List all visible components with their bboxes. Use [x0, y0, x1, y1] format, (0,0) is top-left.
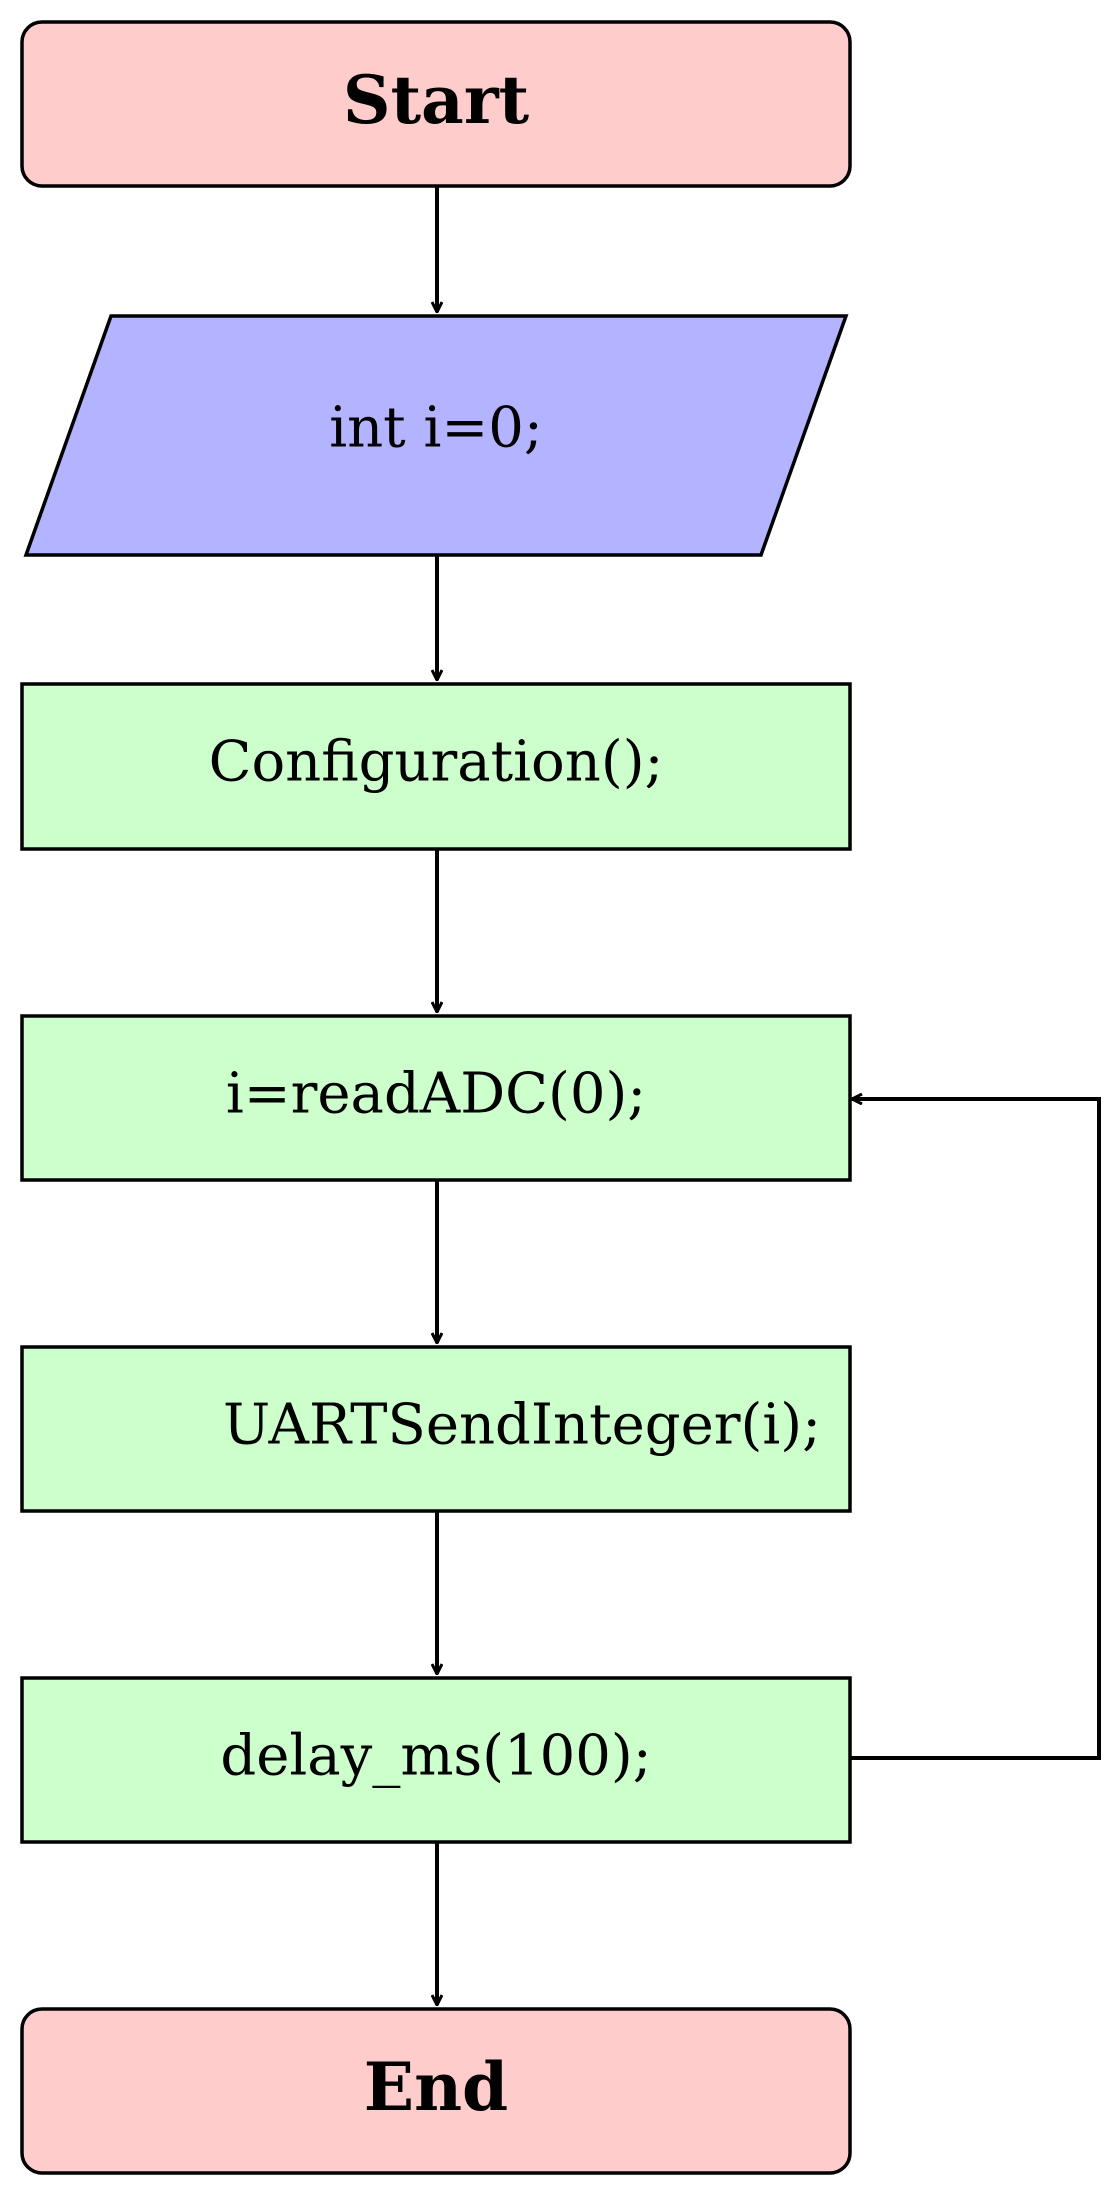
end-terminal-shape: [20, 2007, 852, 2175]
end-label: End: [364, 2048, 508, 2126]
send-process-shape: [20, 1345, 852, 1513]
node-config: Configuration();: [20, 682, 852, 851]
delay-process-shape: [20, 1676, 852, 1844]
node-read: i=readADC(0);: [20, 1014, 852, 1182]
node-start: Start: [20, 20, 852, 188]
start-label: Start: [343, 61, 530, 139]
start-terminal-shape: [20, 20, 852, 188]
read-process-shape: [20, 1014, 852, 1182]
node-send: UARTSendInteger(i);: [20, 1345, 852, 1513]
edge-loop-back-delay-to-read: [850, 1099, 1101, 1760]
delay-label: delay_ms(100);: [220, 1724, 651, 1789]
config-label: Configuration();: [209, 730, 664, 795]
node-init: int i=0;: [23, 314, 849, 557]
edges: [437, 186, 1101, 2005]
config-process-shape: [20, 682, 852, 851]
node-end: End: [20, 2007, 852, 2175]
init-label: int i=0;: [329, 396, 543, 461]
send-label: UARTSendInteger(i);: [223, 1393, 821, 1458]
node-delay: delay_ms(100);: [20, 1676, 852, 1844]
init-io-shape: [23, 314, 849, 557]
read-label: i=readADC(0);: [226, 1062, 646, 1127]
